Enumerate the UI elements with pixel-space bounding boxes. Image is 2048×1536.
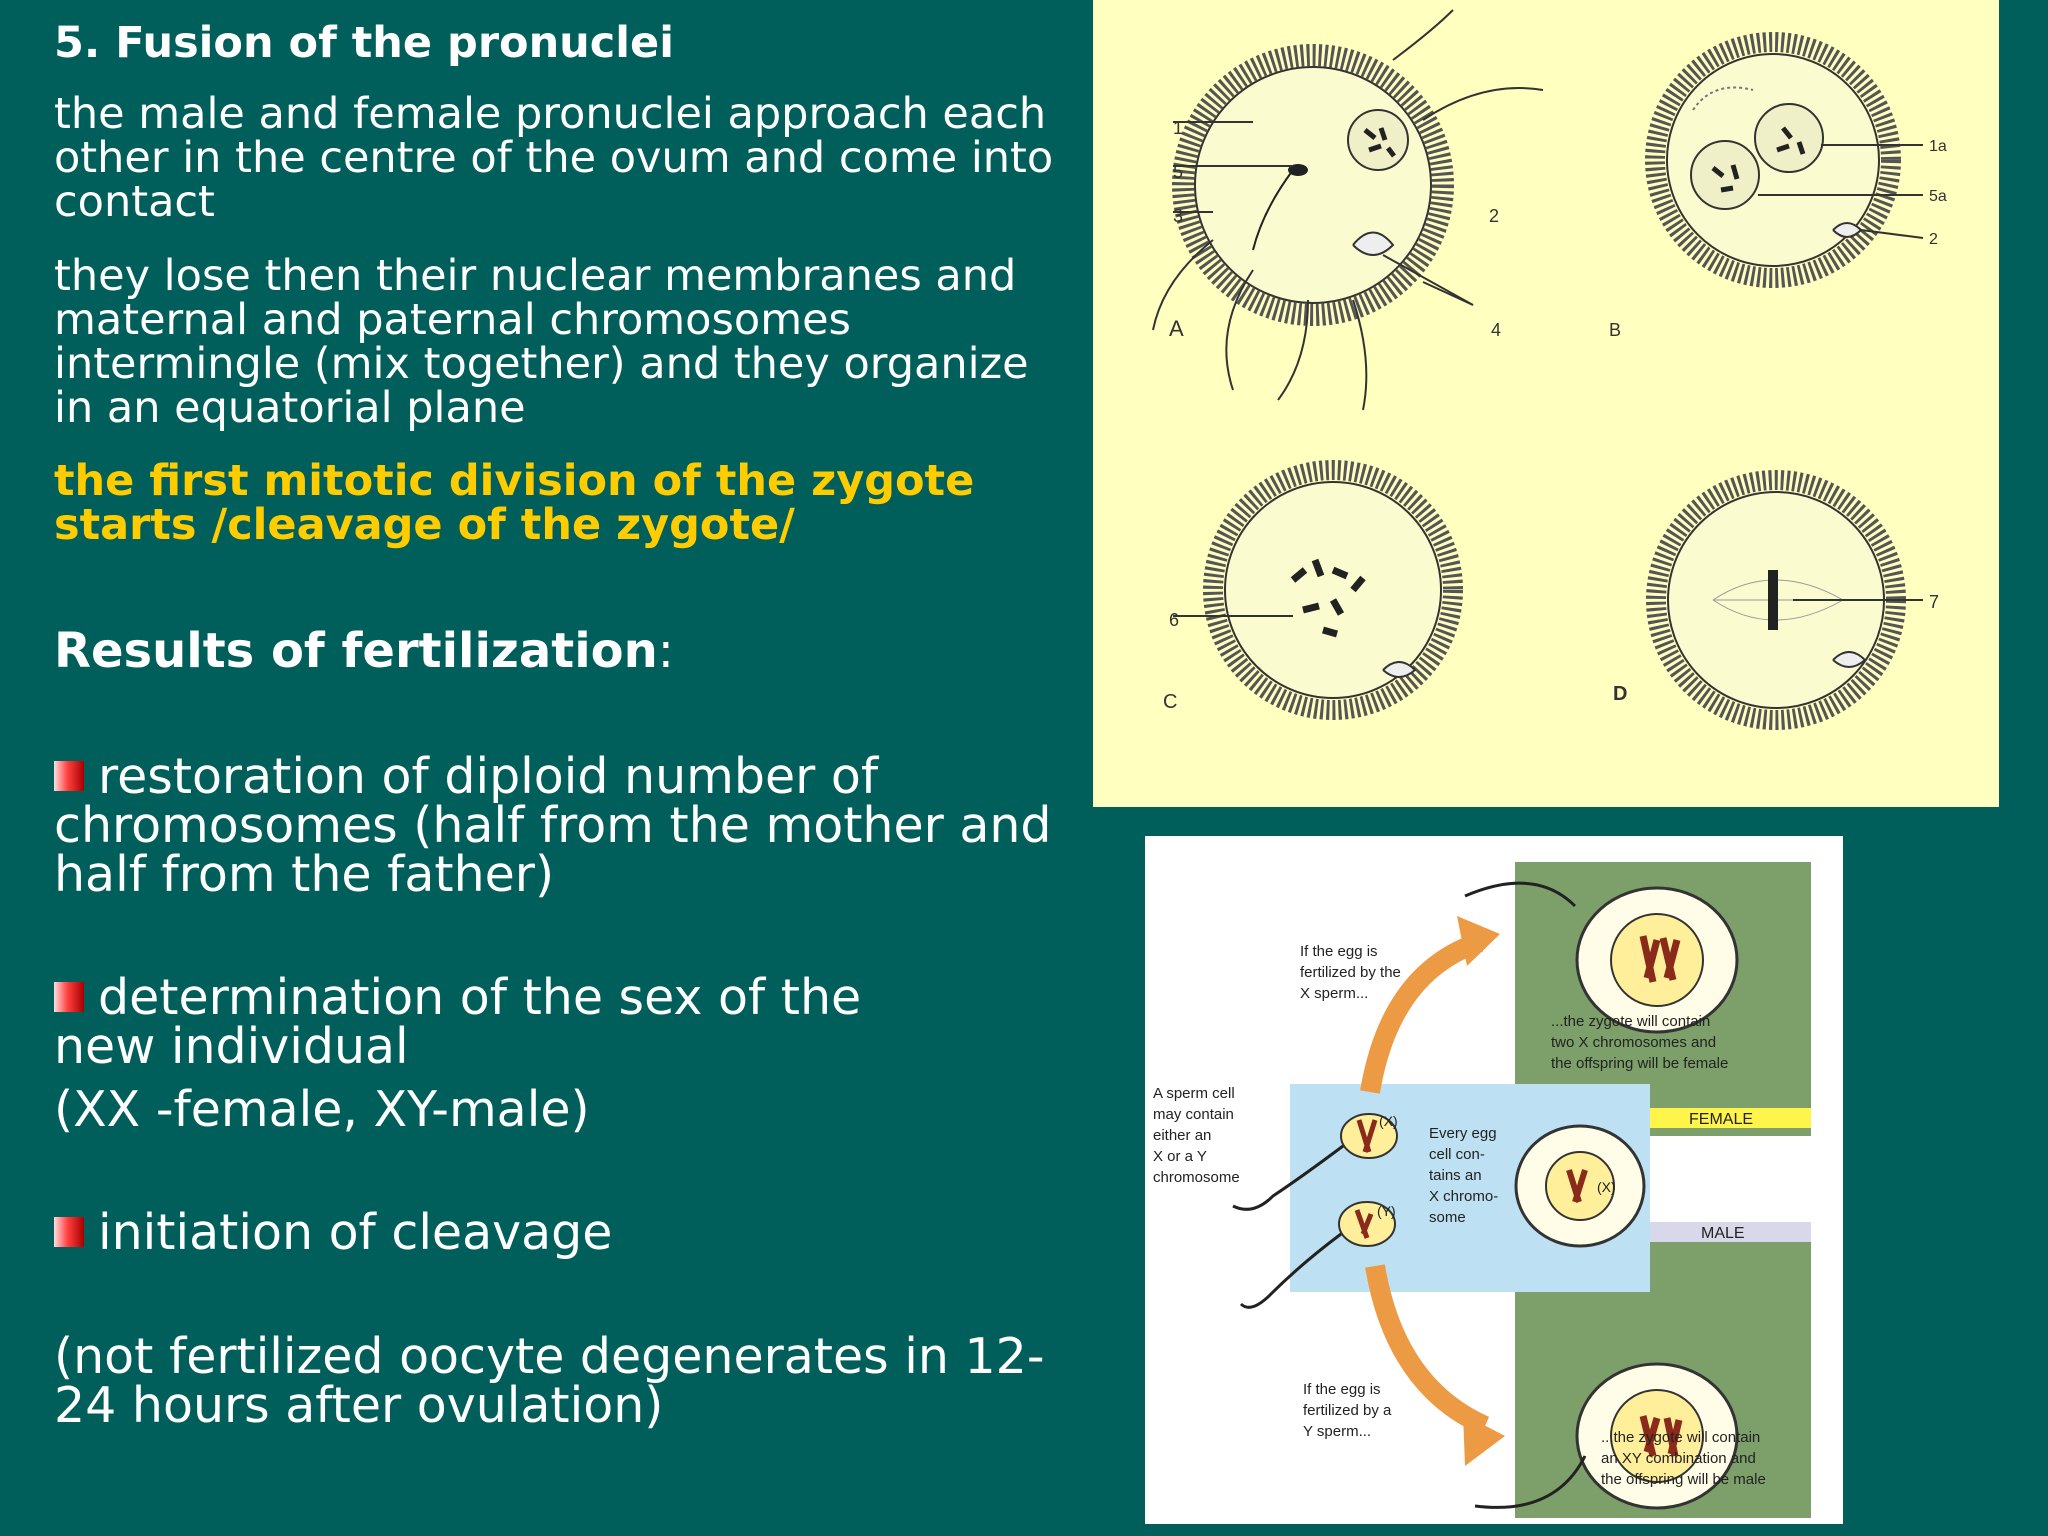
paragraph-membranes: they lose then their nuclear membranes a… xyxy=(54,251,1029,433)
panel-label-b: B xyxy=(1609,320,1621,340)
paragraph-pronuclei-contact: the male and female pronuclei approach e… xyxy=(54,89,1054,227)
label-b-2: 2 xyxy=(1929,231,1938,248)
caption-x-sperm-3: X sperm... xyxy=(1300,985,1368,1002)
egg-caption-4: X chromo- xyxy=(1429,1188,1498,1205)
pronuclei-fusion-figure: 1 5 3 2 4 A 1a 5a 2 B 6 C xyxy=(1093,0,1999,807)
label-b-5a: 5a xyxy=(1929,188,1947,205)
label-a-2: 2 xyxy=(1489,206,1499,226)
egg-caption-1: Every egg xyxy=(1429,1125,1497,1142)
panel-label-a: A xyxy=(1169,316,1184,341)
male-result-3: the offspring will be male xyxy=(1601,1471,1766,1488)
panel-b-zygote: 1a 5a 2 B xyxy=(1609,32,1947,340)
label-a-3: 3 xyxy=(1173,206,1183,226)
result-item-cleavage: initiation of cleavage xyxy=(54,1208,612,1257)
result-text-cleavage: initiation of cleavage xyxy=(98,1204,613,1261)
sperm-caption-3: either an xyxy=(1153,1127,1211,1144)
sperm-x-mark: (X) xyxy=(1379,1113,1398,1129)
result-item-diploid: restoration of diploid number of chromos… xyxy=(54,752,1054,899)
footnote-oocyte: (not fertilized oocyte degenerates in 12… xyxy=(54,1328,1045,1434)
male-result-1: ...the zygote will contain xyxy=(1601,1429,1760,1446)
panel-c-zygote: 6 C xyxy=(1163,460,1463,720)
male-result-2: an XY combination and xyxy=(1601,1450,1756,1467)
sex-determination-figure: (X) (X) (Y) If the egg is fertilized by … xyxy=(1145,836,1843,1524)
caption-y-sperm-3: Y sperm... xyxy=(1303,1423,1371,1440)
egg-caption-5: some xyxy=(1429,1209,1466,1226)
female-result-3: the offspring will be female xyxy=(1551,1055,1728,1072)
label-d-7: 7 xyxy=(1929,592,1939,612)
result-text-sex: determination of the sex of the new indi… xyxy=(54,969,862,1075)
sperm-caption-1: A sperm cell xyxy=(1153,1085,1235,1102)
male-label: MALE xyxy=(1701,1225,1745,1242)
highlight-cleavage: the first mitotic division of the zygote… xyxy=(54,456,975,550)
bullet-square-icon xyxy=(54,982,84,1012)
panel-a-zygote: 1 5 3 2 4 A xyxy=(1152,9,1544,411)
sperm-caption-2: may contain xyxy=(1153,1106,1234,1123)
result-text-diploid: restoration of diploid number of chromos… xyxy=(54,748,1052,903)
slide-heading: 5. Fusion of the pronuclei xyxy=(54,18,674,68)
caption-x-sperm-1: If the egg is xyxy=(1300,943,1378,960)
panel-label-d: D xyxy=(1613,683,1627,705)
results-colon: : xyxy=(657,623,674,679)
panel-d-zygote: 7 D xyxy=(1613,470,1939,730)
label-a-4: 4 xyxy=(1491,320,1501,340)
sperm-caption-4: X or a Y xyxy=(1153,1148,1207,1165)
egg-x-mark: (X) xyxy=(1597,1179,1616,1195)
egg-caption-2: cell con- xyxy=(1429,1146,1485,1163)
caption-x-sperm-2: fertilized by the xyxy=(1300,964,1401,981)
panel-label-c: C xyxy=(1163,691,1177,713)
sex-chromosome-note: (XX -female, XY-male) xyxy=(54,1081,590,1138)
female-result-1: ...the zygote will contain xyxy=(1551,1013,1710,1030)
result-item-sex: determination of the sex of the new indi… xyxy=(54,973,974,1071)
bullet-square-icon xyxy=(54,1217,84,1247)
label-c-6: 6 xyxy=(1169,610,1179,630)
egg-caption-3: tains an xyxy=(1429,1167,1482,1184)
female-label: FEMALE xyxy=(1689,1111,1753,1128)
label-a-1: 1 xyxy=(1173,118,1183,138)
results-heading: Results of fertilization: xyxy=(54,622,674,680)
label-a-5: 5 xyxy=(1173,162,1183,182)
arrow-to-female xyxy=(1360,932,1484,1094)
caption-y-sperm-2: fertilized by a xyxy=(1303,1402,1392,1419)
sperm-y-mark: (Y) xyxy=(1377,1203,1396,1219)
results-heading-text: Results of fertilization xyxy=(54,623,658,679)
label-b-1a: 1a xyxy=(1929,138,1947,155)
bullet-square-icon xyxy=(54,761,84,791)
sperm-caption-5: chromosome xyxy=(1153,1169,1240,1186)
female-result-2: two X chromosomes and xyxy=(1551,1034,1716,1051)
caption-y-sperm-1: If the egg is xyxy=(1303,1381,1381,1398)
